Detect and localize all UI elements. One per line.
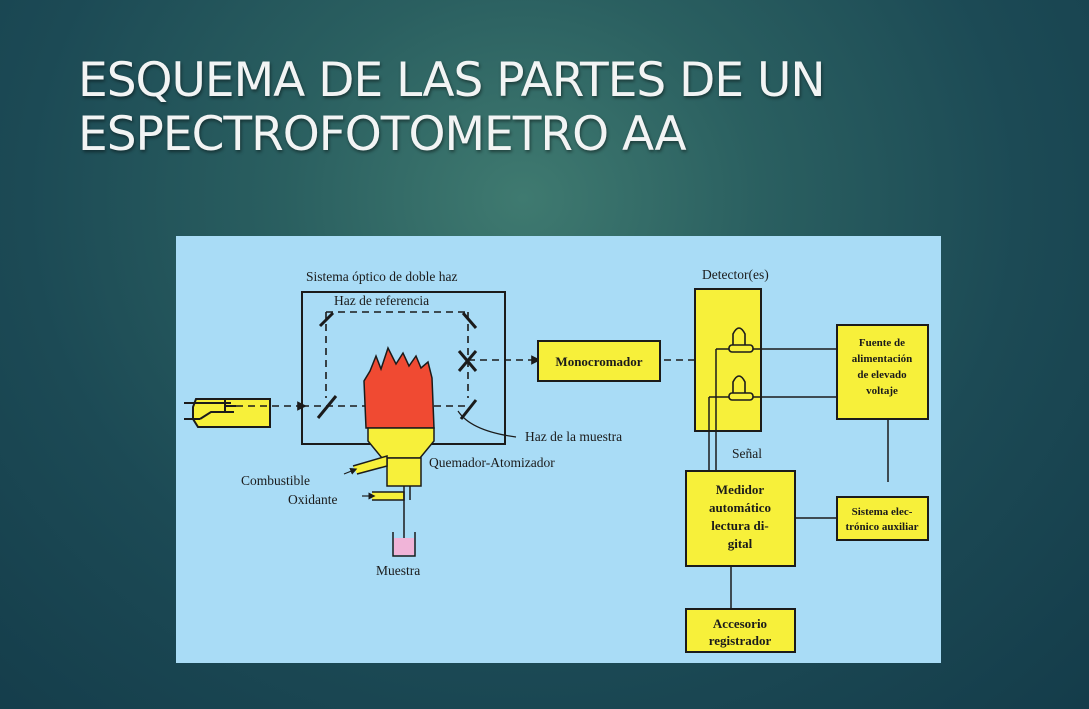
power-supply-box [836, 324, 929, 420]
beam-chopper [457, 350, 478, 372]
burner-label: Quemador-Atomizador [429, 455, 555, 470]
sample-label: Muestra [376, 563, 420, 578]
meter-label: gital [728, 536, 753, 551]
burner-head [367, 427, 435, 459]
recorder-label: registrador [709, 633, 772, 648]
meter-label: automático [709, 500, 771, 515]
sample-beaker [392, 532, 416, 557]
spectrophotometer-diagram: Sistema óptico de doble haz Haz de refer… [176, 236, 941, 663]
power-supply-label: Fuente de [859, 337, 905, 349]
burner-body [386, 457, 422, 487]
title-line-1: ESQUEMA DE LAS PARTES DE UN [78, 53, 826, 108]
power-supply-label: de elevado [857, 369, 907, 381]
meter-label: lectura di- [711, 518, 768, 533]
aux-electronics-label: Sistema elec- [852, 506, 913, 518]
mirror [459, 399, 478, 420]
recorder-label: Accesorio [713, 616, 767, 631]
mirror [318, 311, 335, 328]
diagram-canvas: Sistema óptico de doble haz Haz de refer… [184, 267, 929, 653]
detector-box [694, 288, 762, 432]
mirror [461, 312, 478, 329]
title-line-2: ESPECTROFOTOMETRO AA [78, 107, 687, 162]
slide-title: ESQUEMA DE LAS PARTES DE UN ESPECTROFOTO… [78, 53, 826, 162]
meter-label: Medidor [716, 482, 765, 497]
lamp-icon [184, 398, 271, 428]
reference-beam-label: Haz de referencia [334, 293, 429, 308]
monochromator-box [537, 340, 661, 382]
power-supply-label: alimentación [852, 353, 913, 365]
recorder-box [685, 608, 796, 653]
power-supply-label: voltaje [866, 385, 898, 397]
flame-icon [363, 346, 435, 429]
monochromator-label: Monocromador [555, 354, 642, 369]
signal-label: Señal [732, 446, 762, 461]
sample-beam-label: Haz de la muestra [525, 429, 622, 444]
optical-system-label: Sistema óptico de doble haz [306, 269, 457, 284]
aux-electronics-box [836, 496, 929, 541]
fuel-label: Combustible [241, 473, 310, 488]
aux-electronics-label: trónico auxiliar [845, 521, 918, 533]
detectors-label: Detector(es) [702, 267, 769, 282]
oxidant-label: Oxidante [288, 492, 338, 507]
meter-box [685, 470, 796, 567]
mirror [316, 395, 338, 419]
